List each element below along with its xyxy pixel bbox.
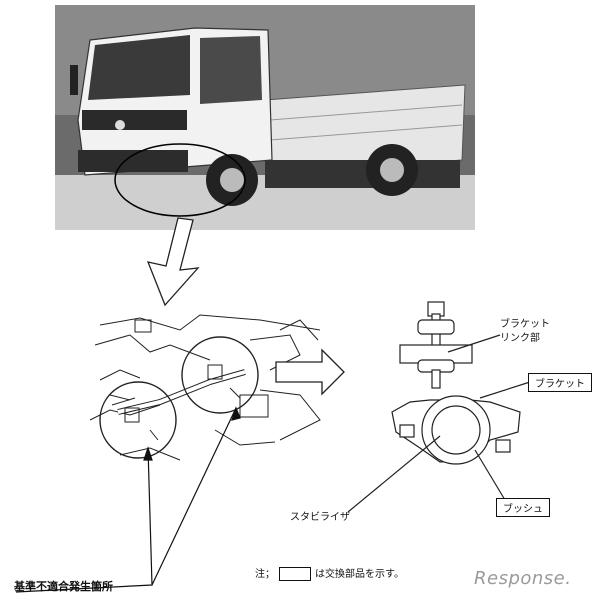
response-watermark: Response. [474,568,572,589]
note-swatch [279,567,311,581]
label-bush: ブッシュ [496,498,550,517]
legend-note: 注； は交換部品を示す。 [255,565,404,581]
note-suffix: は交換部品を示す。 [315,569,404,580]
bracket-assembly-detail [347,301,531,513]
label-bracket: ブラケット [528,373,592,392]
label-bracket-link: ブラケット リンク部 [500,319,550,344]
pointer-arrow-right [275,348,345,396]
highlight-ellipse [114,143,246,217]
detail-circle-right [181,336,259,414]
label-defect-location: 基準不適合発生箇所 [14,580,113,593]
stabilizer-section [431,405,481,455]
note-prefix: 注； [255,569,275,580]
truck-photo [55,5,475,230]
detail-circle-left [99,381,177,459]
defect-leader-lines [15,406,241,593]
undercarriage-sketch [89,314,321,461]
pointer-arrow-down [146,217,200,307]
label-stabilizer: スタビライザ [290,512,350,523]
